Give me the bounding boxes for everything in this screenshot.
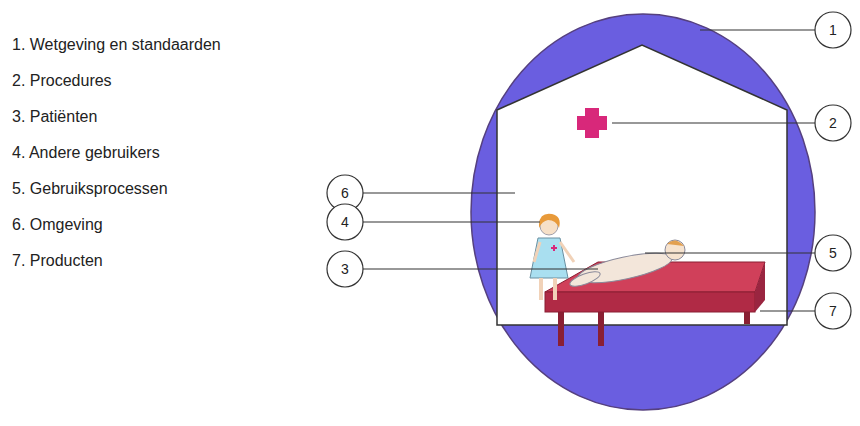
legend-entry: 4. Andere gebruikers xyxy=(12,143,160,163)
nurse xyxy=(530,214,574,300)
patient xyxy=(568,240,685,289)
callout-circle: 3 xyxy=(326,250,364,288)
context-circle xyxy=(471,14,815,410)
leader-lines xyxy=(359,30,819,311)
legend-entry: 7. Producten xyxy=(12,251,103,271)
callout-number: 5 xyxy=(814,234,852,272)
callout-circle: 5 xyxy=(814,234,852,272)
legend-entry: 5. Gebruiksprocessen xyxy=(12,179,168,199)
legend-entry: 2. Procedures xyxy=(12,71,112,91)
callout-circle: 4 xyxy=(326,203,364,241)
callout-circle: 1 xyxy=(814,11,852,49)
callout-number: 2 xyxy=(814,104,852,142)
legend-entry: 6. Omgeving xyxy=(12,215,103,235)
legend-entry: 3. Patiënten xyxy=(12,107,97,127)
callout-number: 3 xyxy=(326,250,364,288)
red-cross xyxy=(577,108,607,138)
callout-circle: 7 xyxy=(814,292,852,330)
hospital-house xyxy=(497,45,787,325)
callout-number: 7 xyxy=(814,292,852,330)
bed xyxy=(545,262,765,346)
callout-number: 1 xyxy=(814,11,852,49)
legend-entry: 1. Wetgeving en standaarden xyxy=(12,35,221,55)
callout-circle: 2 xyxy=(814,104,852,142)
callout-number: 4 xyxy=(326,203,364,241)
